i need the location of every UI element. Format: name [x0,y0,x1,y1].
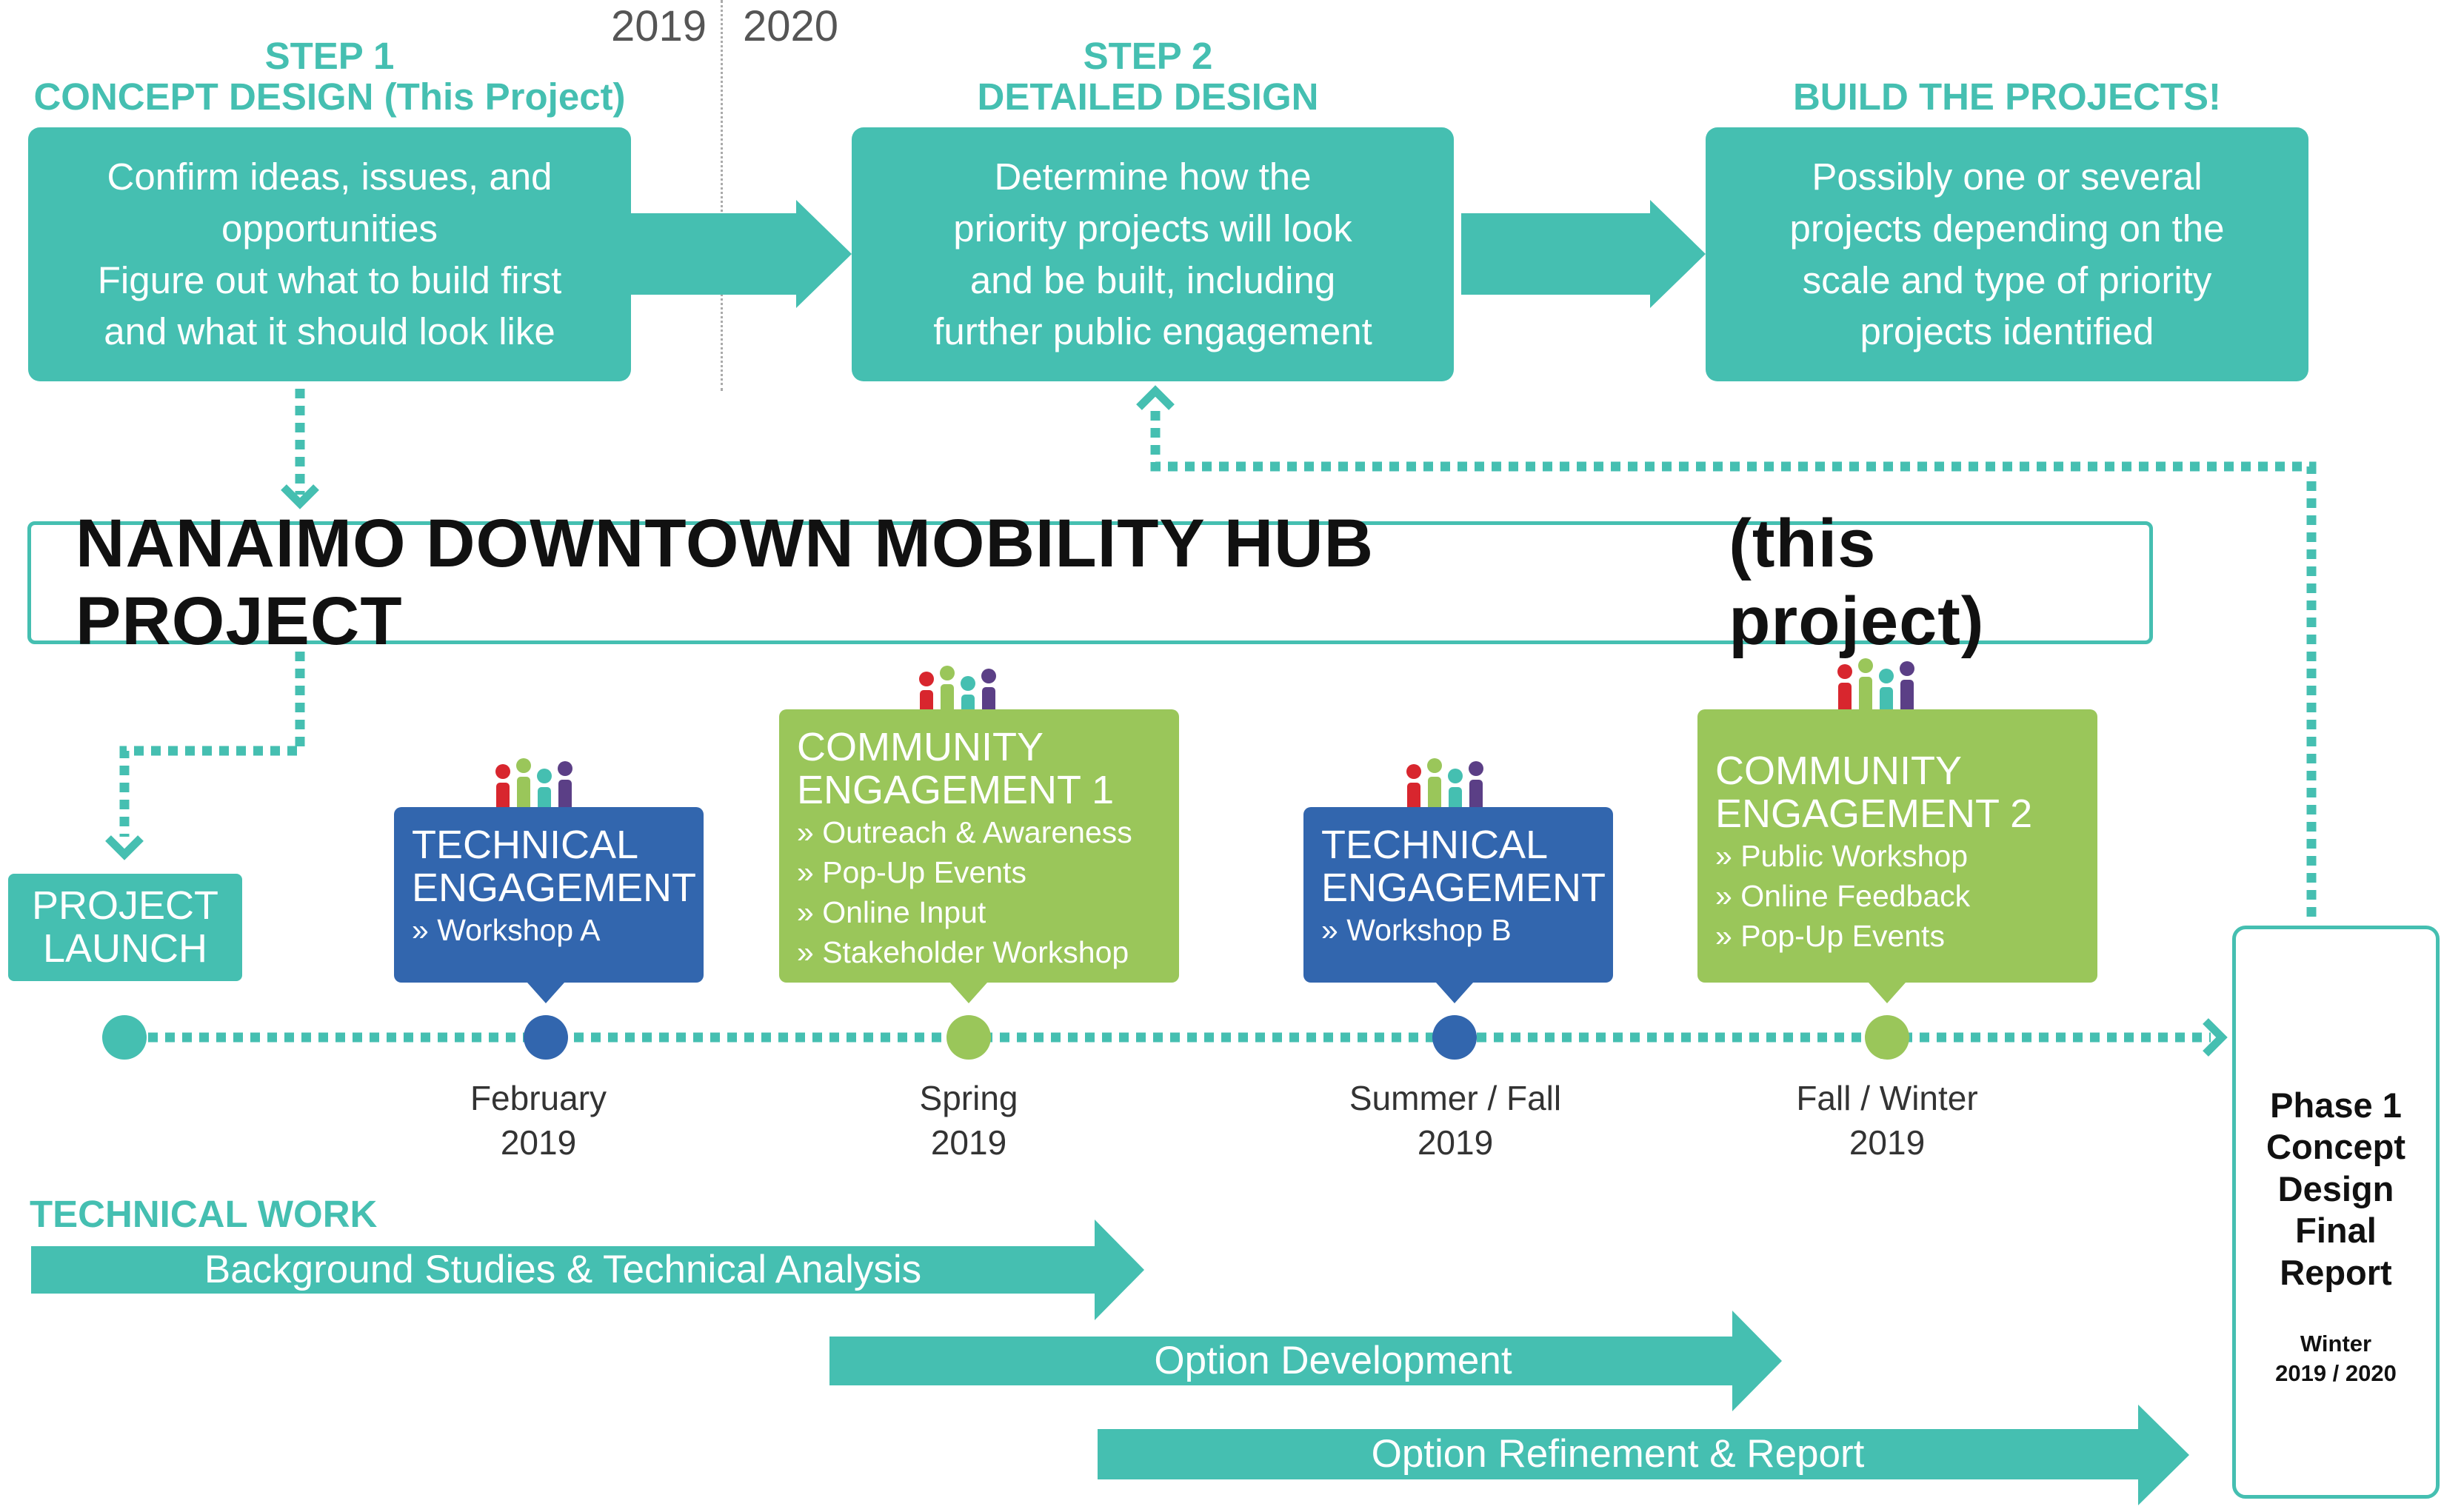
connector-title-to-launch [119,652,305,837]
bar-label-option-dev: Option Development [1154,1339,1512,1382]
callout-technical-engagement-b: TECHNICAL ENGAGEMENT » Workshop B [1303,807,1613,983]
callout-item: » Workshop B [1321,912,1512,947]
final-report-box: Phase 1 Concept Design Final Report Wint… [2232,926,2440,1499]
bar-arrow-refinement [1098,1405,2189,1505]
arrowhead-to-title [281,484,319,509]
pointer-community-1 [950,983,987,1003]
bar-arrow-option-dev [829,1311,1782,1411]
timeline-dot-launch [102,1015,147,1060]
year-divider [721,0,723,391]
callout-title: COMMUNITY ENGAGEMENT 2 [1715,749,2033,837]
callout-item: » Public Workshop [1715,838,1969,873]
callout-technical-engagement-a: TECHNICAL ENGAGEMENT » Workshop A [394,807,704,983]
callout-item: » Pop-Up Events [797,854,1026,889]
final-report-title: Phase 1 Concept Design Final Report [2266,1086,2405,1292]
date-label-spring: Spring 2019 [919,1079,1018,1162]
build-heading: BUILD THE PROJECTS! [1792,76,2222,118]
pointer-tech-a [527,983,564,1003]
bar-arrow-background [31,1220,1144,1320]
step1-box: Confirm ideas, issues, and opportunities… [28,127,631,381]
pointer-tech-b [1436,983,1473,1003]
date-label-fall-winter: Fall / Winter 2019 [1796,1079,1978,1162]
callout-item: » Workshop A [412,912,601,947]
timeline-dot-fall-winter [1865,1015,1909,1060]
bar-label-background: Background Studies & Technical Analysis [204,1248,922,1291]
date-label-february: February 2019 [470,1079,607,1162]
build-box: Possibly one or several projects dependi… [1706,127,2308,381]
callout-title: TECHNICAL ENGAGEMENT [412,823,697,911]
step2-box-text: Determine how the priority projects will… [933,155,1372,353]
callout-item: » Outreach & Awareness [797,814,1132,849]
arrowhead-timeline-end [2203,1018,2228,1057]
timeline-dot-summer-fall [1432,1015,1477,1060]
step1-box-text: Confirm ideas, issues, and opportunities… [97,155,562,353]
callout-title: TECHNICAL ENGAGEMENT [1321,823,1606,911]
callout-item: » Online Feedback [1715,878,1971,913]
timeline-dot-february [524,1015,568,1060]
step2-box: Determine how the priority projects will… [852,127,1454,381]
project-title-box: NANAIMO DOWNTOWN MOBILITY HUB PROJECT (t… [27,506,2153,659]
build-box-text: Possibly one or several projects dependi… [1789,155,2225,353]
callout-community-engagement-2: COMMUNITY ENGAGEMENT 2 » Public Workshop… [1697,709,2097,983]
pointer-community-2 [1869,983,1906,1003]
arrow-step2-to-build [1461,200,1706,308]
connector-final-to-step2 [1150,411,2317,917]
year-2019-label: 2019 [611,2,707,50]
callout-title: COMMUNITY ENGAGEMENT 1 [797,725,1115,813]
callout-item: » Stakeholder Workshop [797,934,1129,969]
timeline-dot-spring [946,1015,991,1060]
callout-item: » Online Input [797,894,986,929]
date-label-summer-fall: Summer / Fall 2019 [1349,1079,1562,1162]
step2-heading: STEP 2 DETAILED DESIGN [977,35,1319,118]
arrow-step1-to-step2 [631,200,852,308]
timeline-markers [102,983,1909,1060]
callout-community-engagement-1: COMMUNITY ENGAGEMENT 1 » Outreach & Awar… [779,709,1179,983]
project-title: NANAIMO DOWNTOWN MOBILITY HUB PROJECT [76,506,1375,659]
arrowhead-to-launch [105,835,144,860]
project-title-suffix: (this project) [1729,506,1985,659]
arrowhead-to-step2 [1136,385,1175,410]
year-2020-label: 2020 [743,2,839,50]
step1-heading: STEP 1 CONCEPT DESIGN (This Project) [33,35,626,118]
bar-label-refinement: Option Refinement & Report [1371,1432,1865,1476]
final-report-date: Winter 2019 / 2020 [2275,1331,2397,1387]
technical-work-heading: TECHNICAL WORK [30,1193,378,1235]
project-launch-box: PROJECT LAUNCH [8,874,242,981]
callout-item: » Pop-Up Events [1715,918,1945,953]
